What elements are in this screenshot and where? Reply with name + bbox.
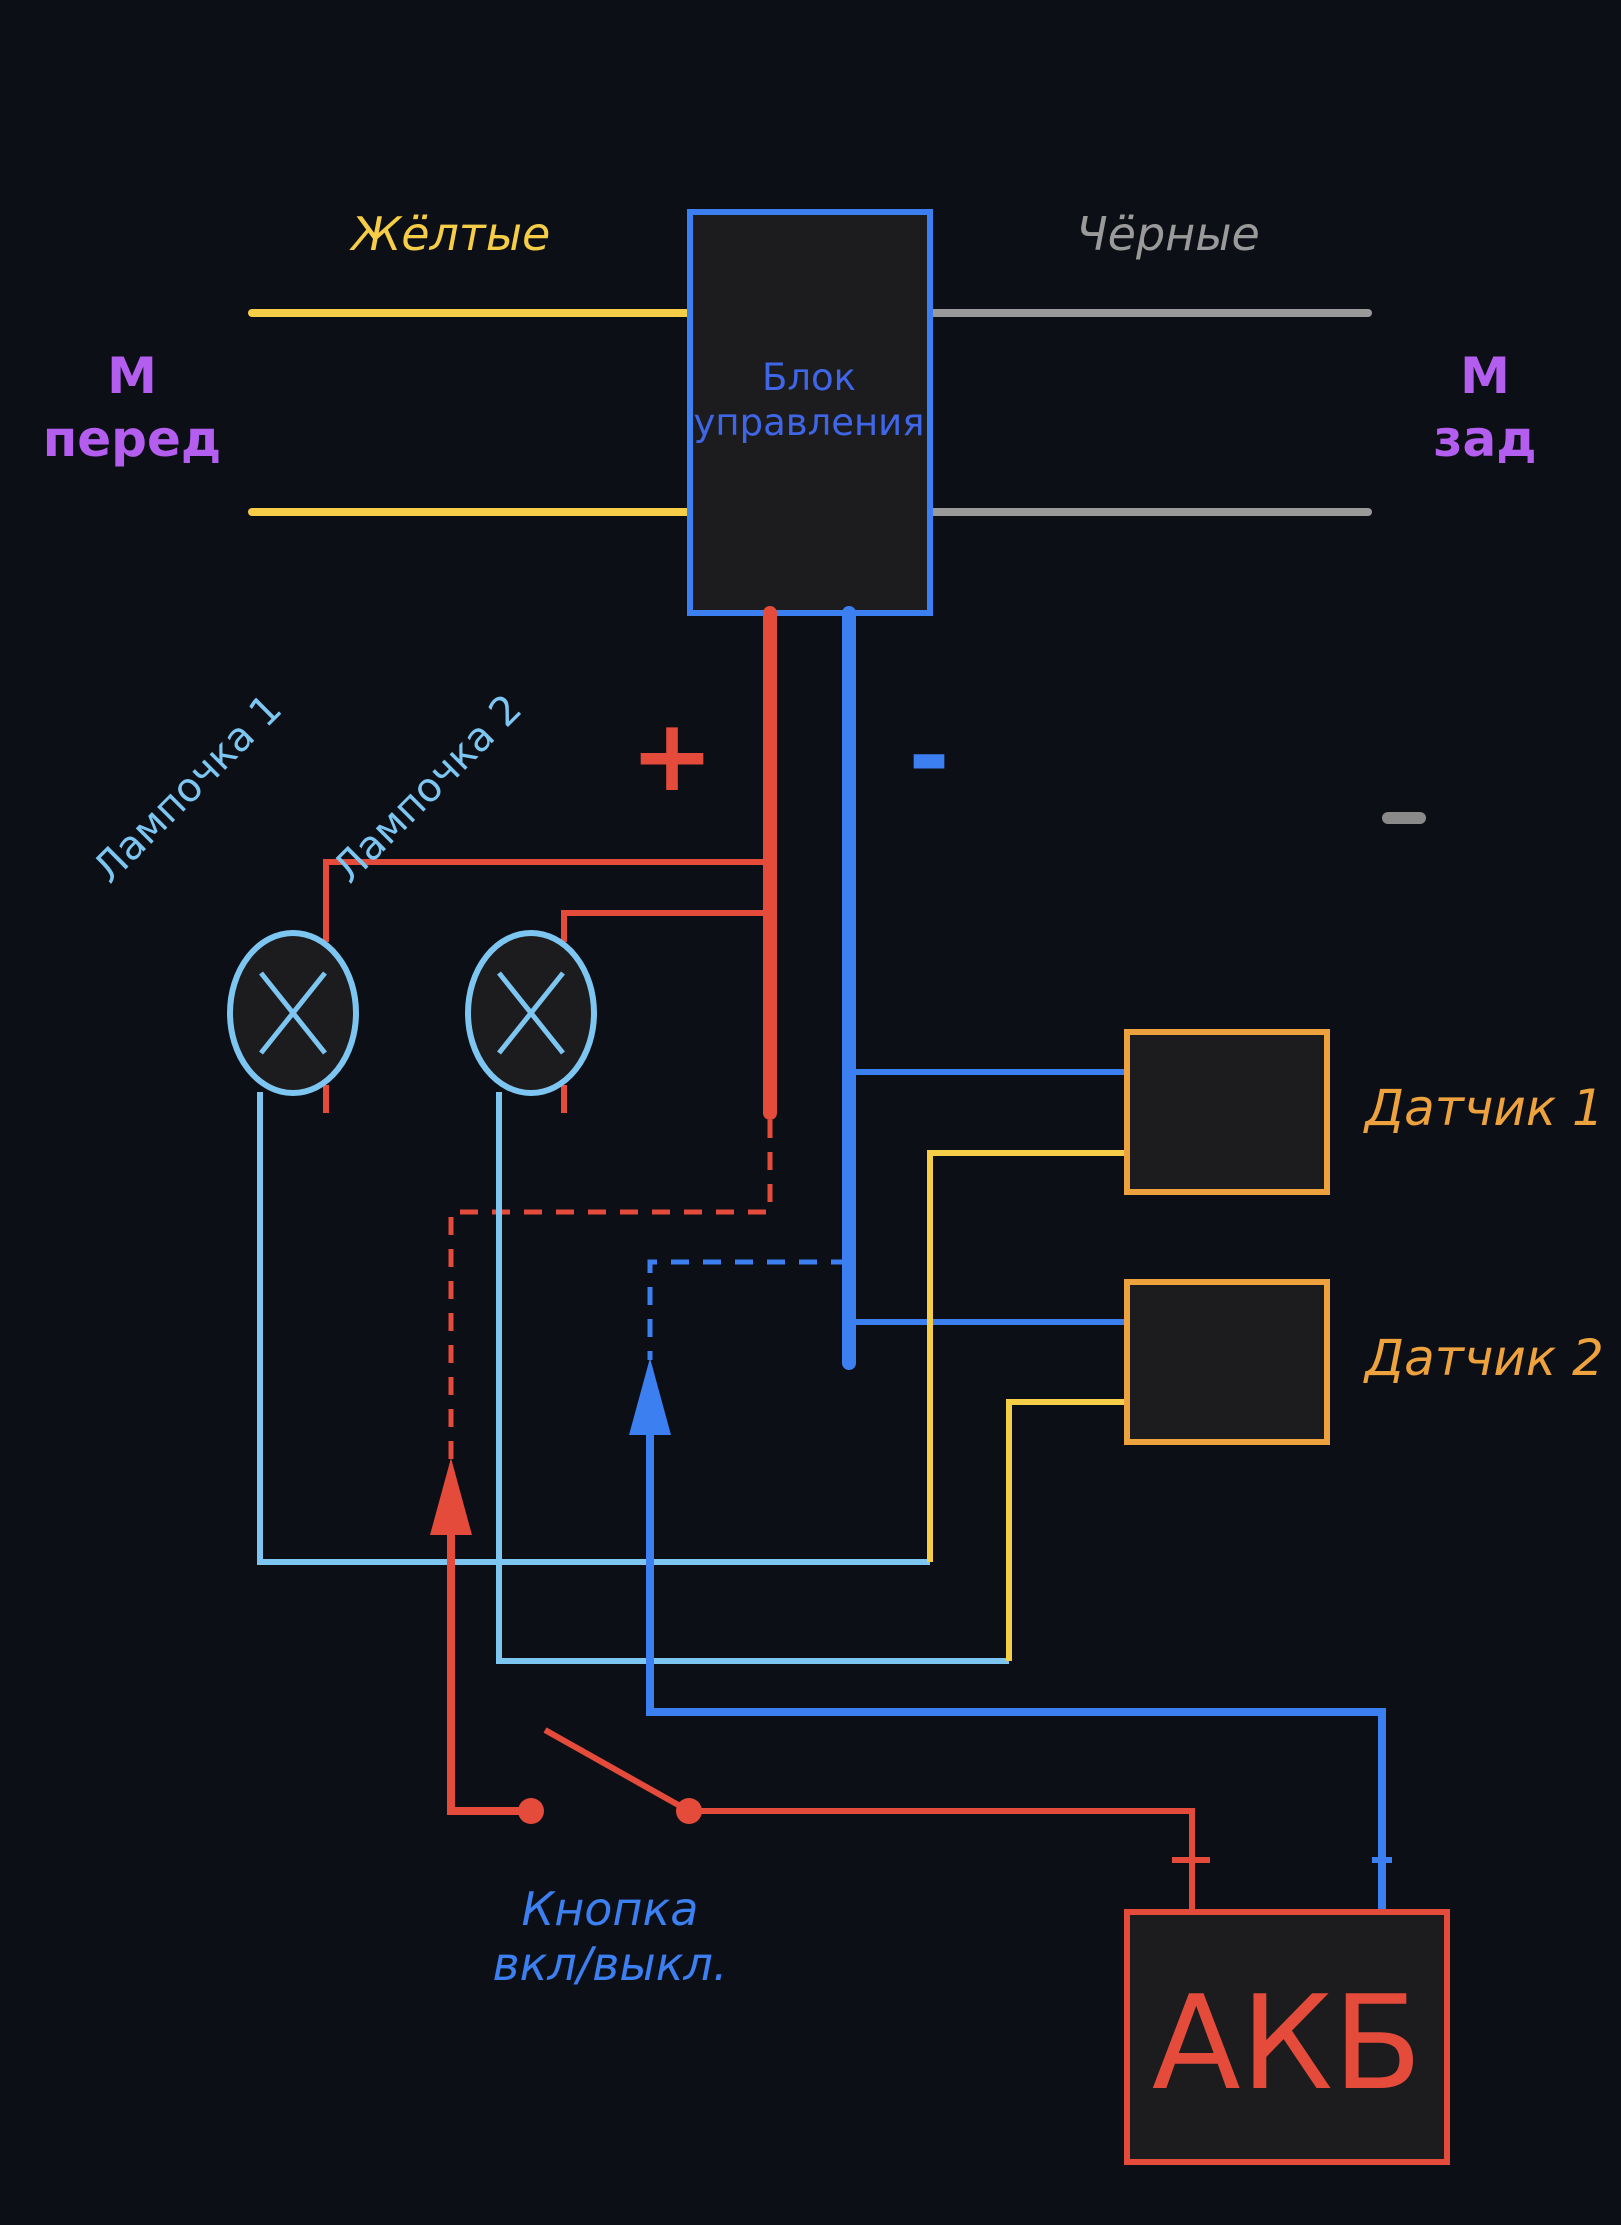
lamp1-plus-wire [323, 859, 770, 942]
motor-front-label-line1: М [107, 347, 157, 405]
stray-mark [1382, 812, 1426, 824]
yellow-wires [248, 309, 694, 516]
lamp2-return-wire [496, 1092, 1009, 1664]
battery-label: АКБ [1152, 1967, 1422, 2119]
motor-front-label-line2: перед [43, 410, 222, 468]
lamp1-icon [227, 930, 359, 1096]
control-unit-label-line2: управления [694, 401, 925, 444]
control-unit-label-line1: Блок [762, 356, 856, 399]
yellow-wires-label: Жёлтые [349, 207, 551, 261]
motor-rear-label-line1: М [1460, 347, 1510, 405]
plus-arrow-icon [430, 1458, 472, 1535]
sensor1-signal-wire [927, 1150, 1127, 1562]
minus-arrow-icon [629, 1358, 671, 1435]
black-wires [926, 309, 1372, 516]
battery-minus-wire [646, 1420, 1386, 1912]
control-unit-box [687, 209, 933, 616]
lamp2-plus-wire [561, 910, 770, 942]
switch-icon [518, 1727, 702, 1824]
lamp1-label: Лампочка 1 [85, 686, 291, 892]
battery-box [1124, 1909, 1450, 2165]
minus-dashed-link [647, 1259, 849, 1360]
button-label-line1: Кнопка [522, 1882, 699, 1936]
motor-rear-label-line2: зад [1433, 410, 1536, 468]
button-label-line2: вкл/выкл. [492, 1937, 727, 1991]
battery-plus-wire [689, 1808, 1195, 1912]
minus-sign: - [908, 697, 950, 814]
sensor2-signal-wire [1006, 1399, 1127, 1661]
black-wires-label: Чёрные [1076, 207, 1260, 261]
sensor2-box [1124, 1279, 1330, 1445]
plus-sign: + [630, 697, 714, 814]
sensor2-label: Датчик 2 [1363, 1329, 1604, 1387]
sensor1-box [1124, 1029, 1330, 1195]
sensor1-label: Датчик 1 [1363, 1079, 1604, 1137]
switch-to-plus-wire [447, 1520, 531, 1815]
lamp2-icon [465, 930, 597, 1096]
plus-dashed-link [448, 1120, 773, 1460]
lamp1-return-wire [257, 1092, 930, 1565]
